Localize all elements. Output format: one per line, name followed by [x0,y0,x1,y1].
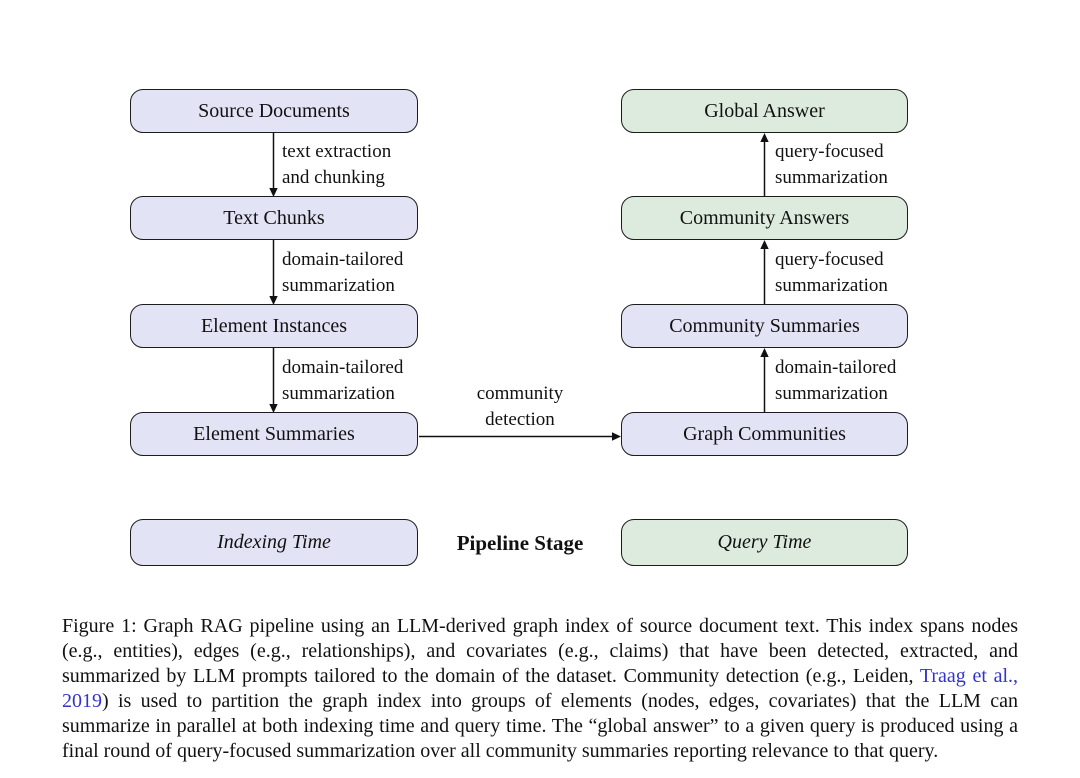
citation-link[interactable]: Traag et al., 2019 [62,665,1018,712]
arrow-instances-to-summaries [269,348,278,413]
legend-indexing-time-box: Indexing Time [130,519,418,566]
node-label: Global Answer [704,99,825,122]
caption-text-prefix: Figure 1: Graph RAG pipeline using an LL… [62,615,1018,687]
legend-query-time-box: Query Time [621,519,908,566]
node-community-answers: Community Answers [621,196,908,240]
node-label: Source Documents [198,99,350,122]
edge-label-text-extraction: text extraction and chunking [282,141,392,188]
node-label: Community Summaries [669,314,860,337]
caption-text-suffix: ) is used to partition the graph index i… [62,690,1018,762]
node-source-documents: Source Documents [130,89,418,133]
arrow-communities-to-community-summaries [760,348,769,412]
node-element-instances: Element Instances [130,304,418,348]
legend-pipeline-stage-label: Pipeline Stage [456,531,584,555]
node-element-summaries: Element Summaries [130,412,418,456]
edge-label-domain-tailored-1: domain-tailored summarization [282,249,404,296]
legend-query-time-label: Query Time [717,531,812,553]
arrow-community-detection [419,432,621,441]
node-graph-communities: Graph Communities [621,412,908,456]
arrow-answers-to-global [760,133,769,196]
node-label: Community Answers [679,206,850,229]
edge-label-query-focused-1: query-focused summarization [775,141,888,188]
node-text-chunks: Text Chunks [130,196,418,240]
node-label: Element Summaries [193,422,355,445]
edge-label-community-detection: community detection [476,383,564,430]
legend-indexing-time-label: Indexing Time [217,531,331,553]
figure-caption: Figure 1: Graph RAG pipeline using an LL… [62,614,1018,764]
arrow-community-summaries-to-answers [760,240,769,304]
node-label: Element Instances [200,314,348,337]
node-community-summaries: Community Summaries [621,304,908,348]
edge-label-domain-tailored-2: domain-tailored summarization [282,357,404,404]
arrow-source-to-chunks [269,133,278,197]
node-label: Text Chunks [223,206,325,229]
node-label: Graph Communities [683,422,846,445]
arrow-chunks-to-instances [269,240,278,305]
edge-label-domain-tailored-3: domain-tailored summarization [775,357,897,404]
edge-label-query-focused-2: query-focused summarization [775,249,888,296]
node-global-answer: Global Answer [621,89,908,133]
